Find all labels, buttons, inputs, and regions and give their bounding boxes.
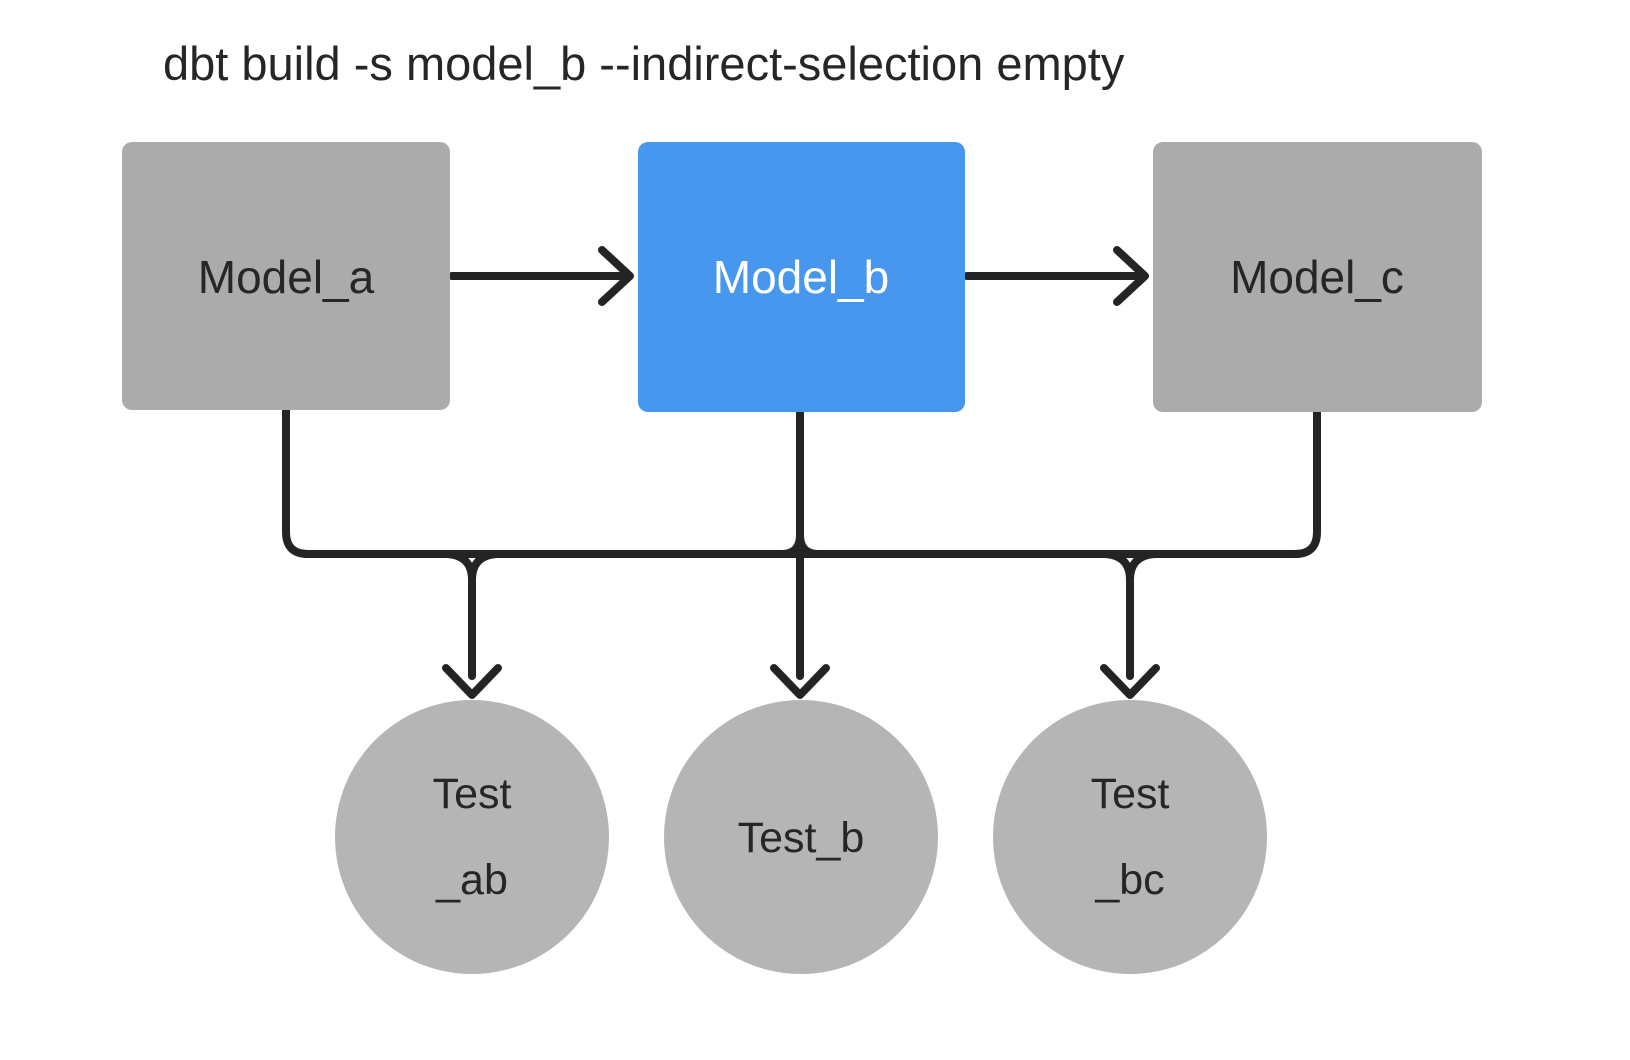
- model-b-node-selected: [638, 142, 965, 412]
- test-ab-label-line2: _ab: [435, 856, 508, 904]
- model-a-node: [122, 142, 450, 410]
- edge-layer: [282, 246, 1321, 699]
- node-layer: [122, 142, 1482, 974]
- test-b-label: Test_b: [738, 814, 865, 862]
- arrowhead-right-model-c-icon: [1113, 246, 1149, 306]
- model-a-label: Model_a: [198, 251, 375, 303]
- test-ab-node: [335, 700, 609, 974]
- model-b-label: Model_b: [713, 251, 889, 303]
- test-bc-label-line1: Test: [1091, 770, 1170, 818]
- test-b-node: [664, 700, 938, 974]
- arrowhead-down-test-ab-icon: [442, 664, 502, 699]
- test-ab-label-line1: Test: [433, 770, 512, 818]
- arrowhead-down-test-bc-icon: [1100, 664, 1160, 699]
- arrowhead-right-model-b-icon: [598, 246, 634, 306]
- diagram-title: dbt build -s model_b --indirect-selectio…: [163, 37, 1125, 90]
- test-bc-label-line2: _bc: [1094, 856, 1164, 904]
- junction-fillet-center-right: [796, 531, 821, 558]
- label-layer: dbt build -s model_b --indirect-selectio…: [163, 37, 1404, 904]
- model-c-label: Model_c: [1230, 251, 1404, 303]
- test-bc-node: [993, 700, 1267, 974]
- arrowhead-down-test-b-icon: [770, 664, 830, 699]
- model-c-node: [1153, 142, 1482, 412]
